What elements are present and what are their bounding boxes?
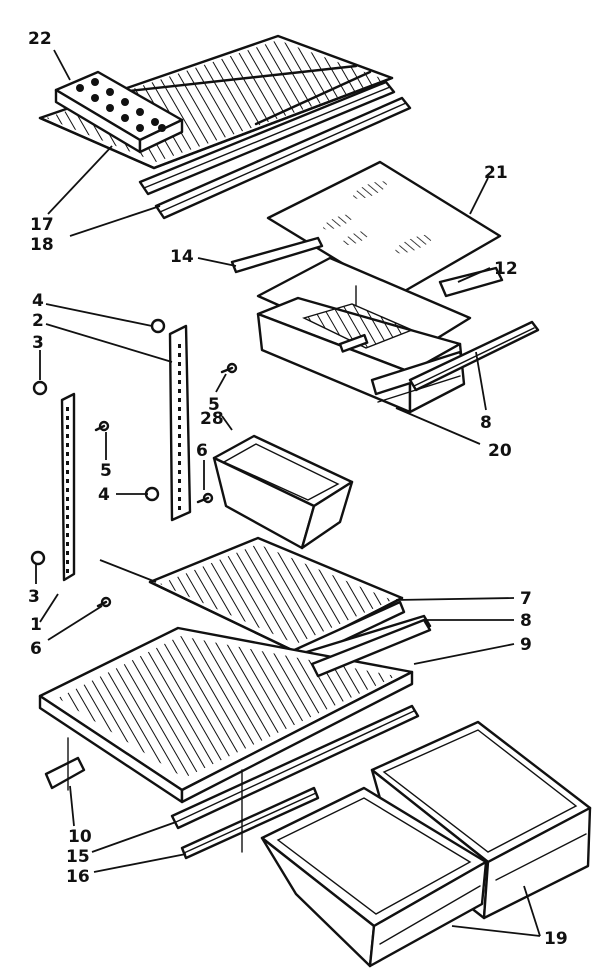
callout-15: 15 bbox=[66, 847, 90, 867]
support-rails bbox=[44, 704, 420, 860]
leader-lines bbox=[35, 49, 541, 937]
callout-3-top: 3 bbox=[32, 333, 44, 353]
callout-17: 17 bbox=[30, 215, 54, 235]
fasteners bbox=[30, 318, 238, 608]
shelf-support-left bbox=[60, 392, 76, 582]
callout-9: 9 bbox=[520, 635, 532, 655]
callout-20: 20 bbox=[488, 441, 512, 461]
callout-28: 28 bbox=[200, 409, 224, 429]
callout-14: 14 bbox=[170, 247, 194, 267]
callout-10: 10 bbox=[68, 827, 92, 847]
callout-19: 19 bbox=[544, 929, 568, 949]
callout-18: 18 bbox=[30, 235, 54, 255]
middle-wire-shelf bbox=[148, 536, 432, 668]
callout-12: 12 bbox=[494, 259, 518, 279]
callout-1: 1 bbox=[30, 615, 42, 635]
callout-6-bottom: 6 bbox=[30, 639, 42, 659]
callout-6-top: 6 bbox=[196, 441, 208, 461]
callout-16: 16 bbox=[66, 867, 90, 887]
callout-8-bottom: 8 bbox=[520, 611, 532, 631]
crisper-drawer-left bbox=[260, 786, 488, 968]
callout-5-right: 5 bbox=[208, 395, 220, 415]
callout-4-top: 4 bbox=[32, 291, 44, 311]
callout-21: 21 bbox=[484, 163, 508, 183]
callout-8-top: 8 bbox=[480, 413, 492, 433]
shelf-support-right bbox=[168, 324, 192, 522]
egg-tray bbox=[54, 70, 184, 154]
callout-2: 2 bbox=[32, 311, 44, 331]
callout-labels: 22 21 17 18 14 12 4 2 3 5 28 8 5 6 20 4 … bbox=[28, 29, 568, 949]
callout-22: 22 bbox=[28, 29, 52, 49]
large-glass-shelf bbox=[38, 618, 432, 804]
upper-crisper-assembly bbox=[230, 236, 540, 414]
callout-4-bottom: 4 bbox=[98, 485, 110, 505]
utility-bin bbox=[212, 434, 354, 550]
callout-3-bottom: 3 bbox=[28, 587, 40, 607]
callout-5-left: 5 bbox=[100, 461, 112, 481]
callout-7: 7 bbox=[520, 589, 532, 609]
